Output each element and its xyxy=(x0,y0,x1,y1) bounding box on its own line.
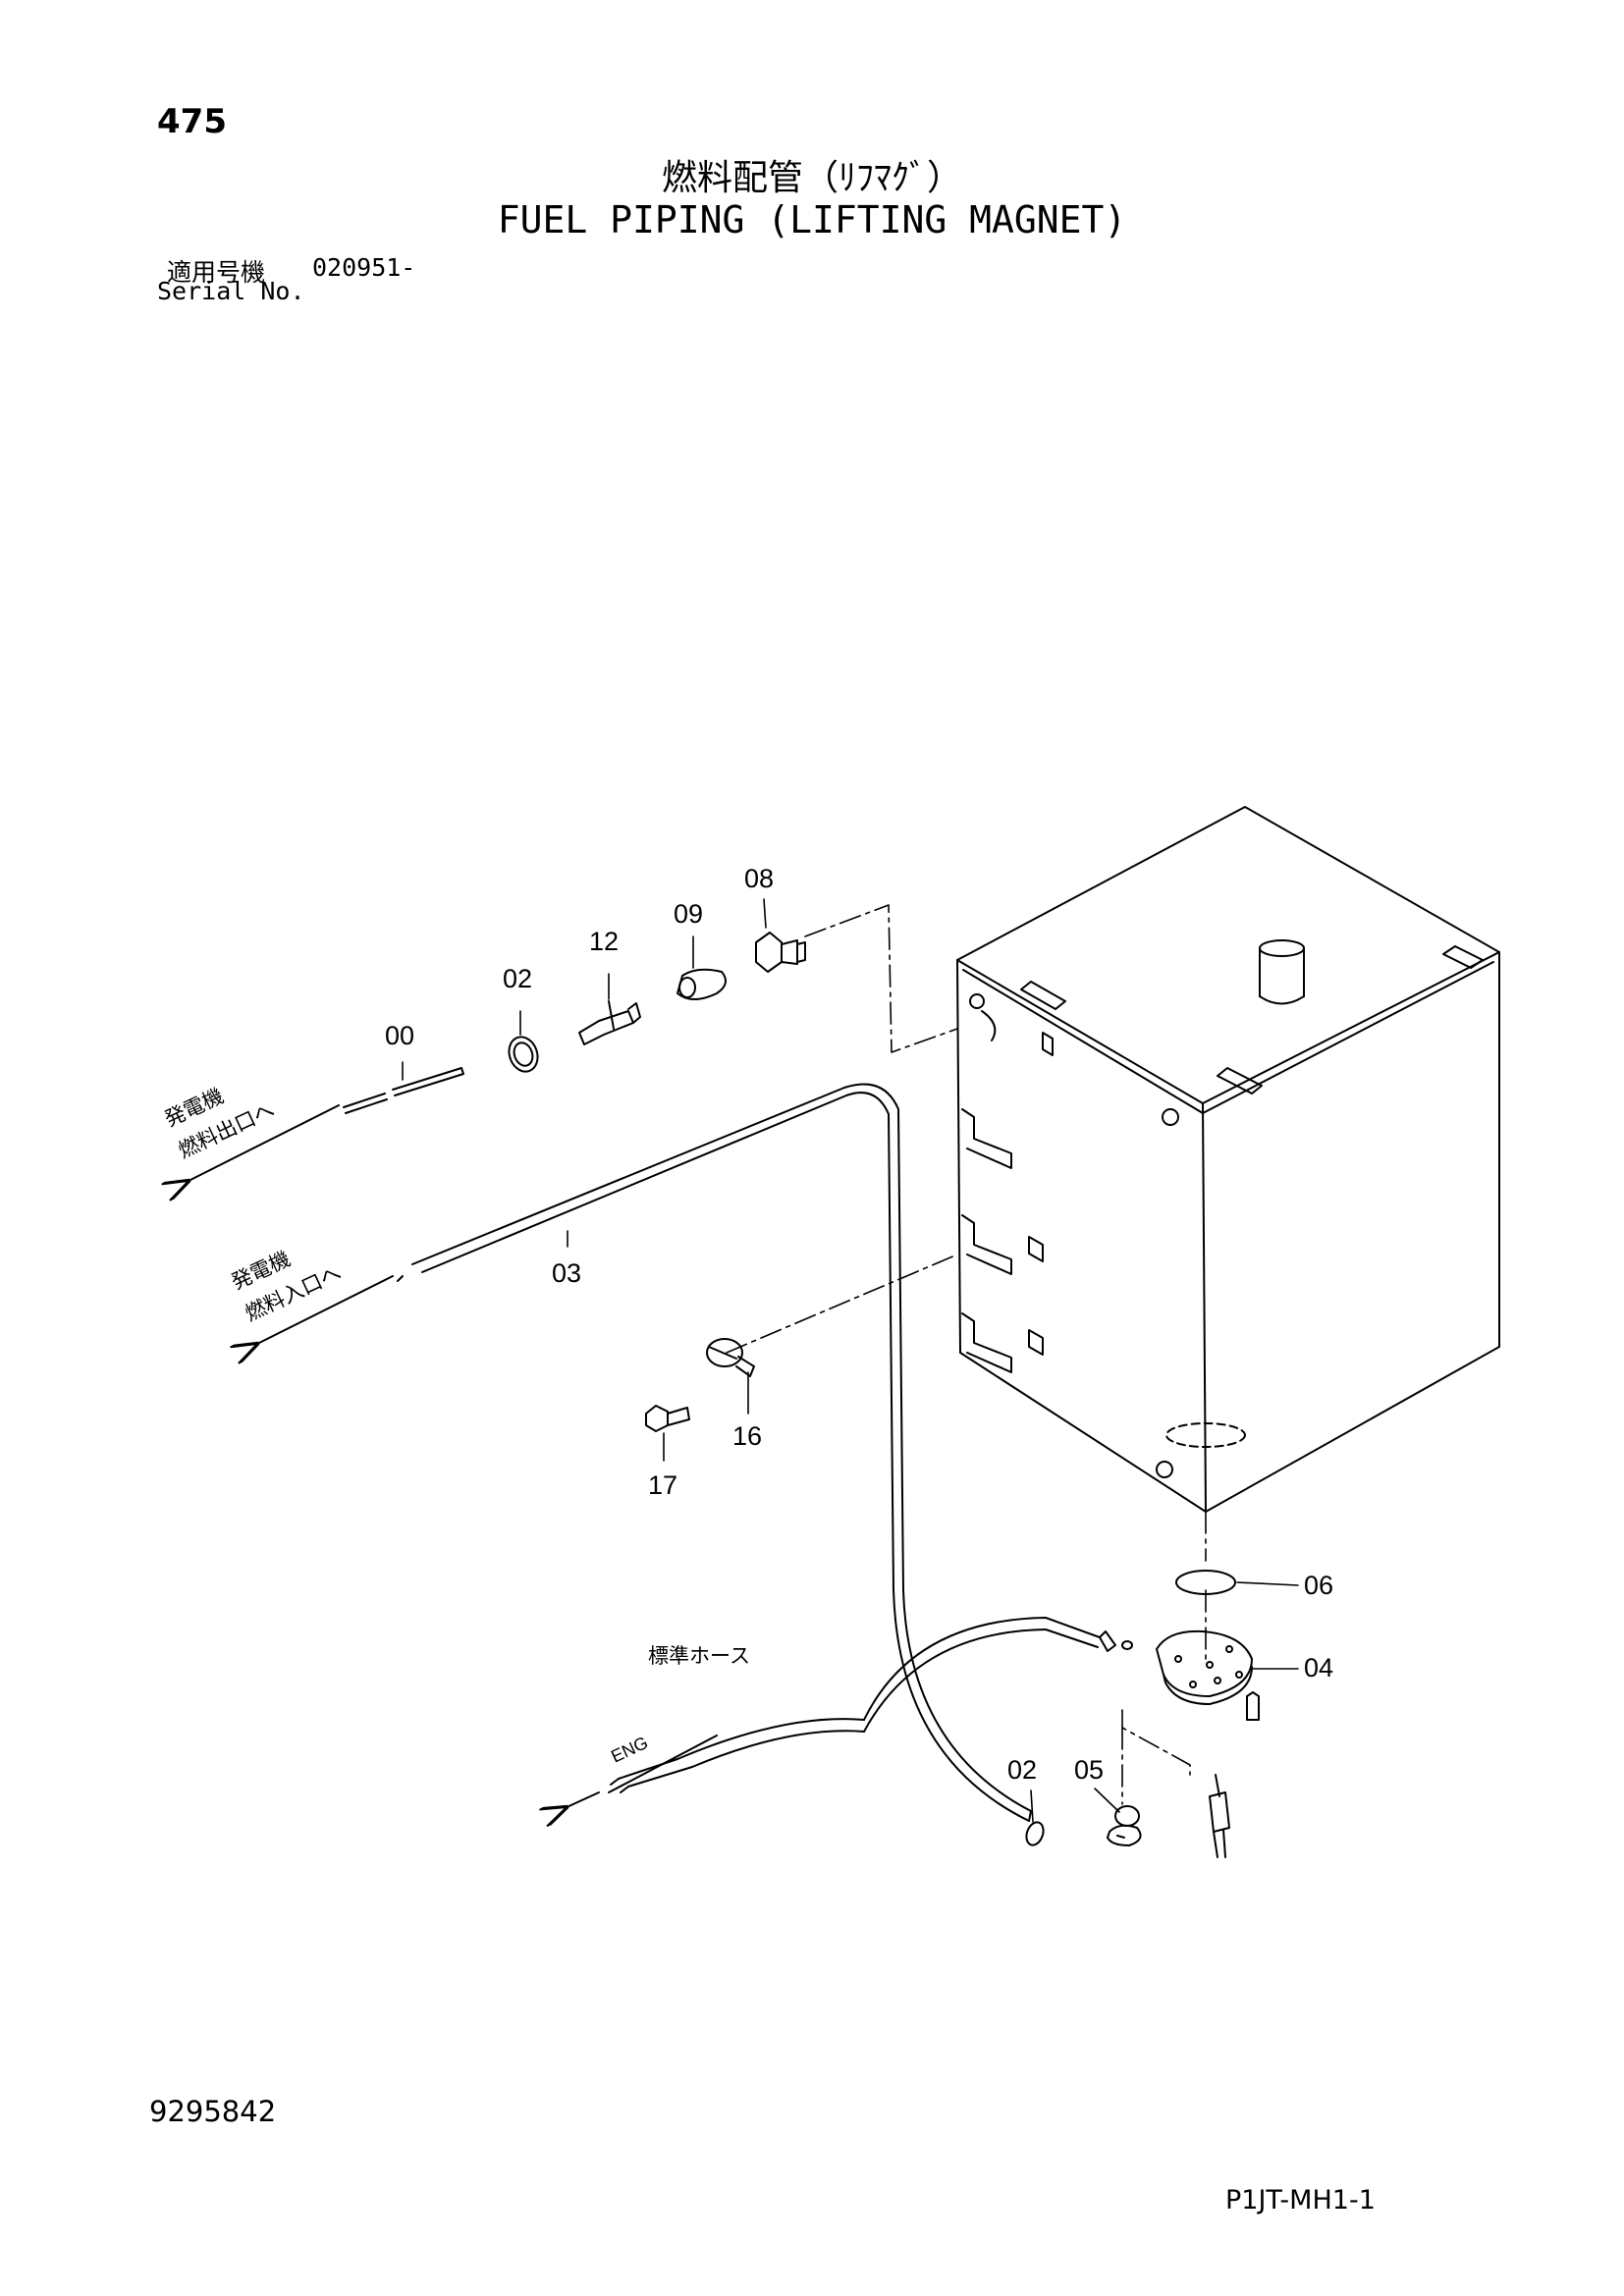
title-japanese: 燃料配管（ﾘﾌﾏｸﾞ） xyxy=(661,158,962,198)
annotation-eng: ENG xyxy=(608,1733,651,1767)
callout-05: 05 xyxy=(1074,1755,1104,1785)
part-00-hose xyxy=(343,1067,464,1114)
part-04-flange xyxy=(1156,1629,1253,1705)
callout-09: 09 xyxy=(674,899,703,929)
page-number: 475 xyxy=(157,102,227,141)
serial-label-japanese: 適用号機 xyxy=(167,258,266,287)
serial-number-value: 020951- xyxy=(312,253,416,282)
fuel-tank xyxy=(956,806,1500,1513)
part-17-bolt xyxy=(645,1405,690,1432)
part-03-hose xyxy=(255,1083,1032,1822)
part-08-plug xyxy=(755,932,806,973)
callout-00: 00 xyxy=(385,1021,414,1050)
part-02-clamp-bottom xyxy=(1025,1821,1045,1846)
model-code: P1JT-MH1-1 xyxy=(1225,2185,1376,2216)
standard-hose xyxy=(565,1617,1133,1808)
annotation-standard-hose: 標準ホース xyxy=(648,1645,750,1668)
callout-12: 12 xyxy=(589,927,619,956)
callout-02-top: 02 xyxy=(503,964,532,993)
part-12-connector xyxy=(578,1000,641,1045)
part-06-gasket xyxy=(1175,1570,1236,1595)
screw xyxy=(1246,1691,1260,1721)
callout-08: 08 xyxy=(744,864,774,893)
callout-06: 06 xyxy=(1304,1571,1333,1600)
callout-02-bottom: 02 xyxy=(1007,1755,1037,1785)
callout-03: 03 xyxy=(552,1258,581,1288)
part-05-fitting xyxy=(1107,1805,1142,1846)
callout-16: 16 xyxy=(732,1421,762,1451)
fuel-sender xyxy=(1209,1774,1230,1858)
drawing-number: 9295842 xyxy=(149,2095,277,2128)
part-02-clamp-top xyxy=(508,1036,539,1073)
part-16-clamp xyxy=(706,1338,755,1377)
callout-04: 04 xyxy=(1304,1653,1333,1682)
callout-17: 17 xyxy=(648,1470,677,1500)
serial-label-english: Serial No. xyxy=(157,277,305,305)
title-english: FUEL PIPING (LIFTING MAGNET) xyxy=(497,198,1127,241)
part-09-nut xyxy=(677,968,727,1000)
